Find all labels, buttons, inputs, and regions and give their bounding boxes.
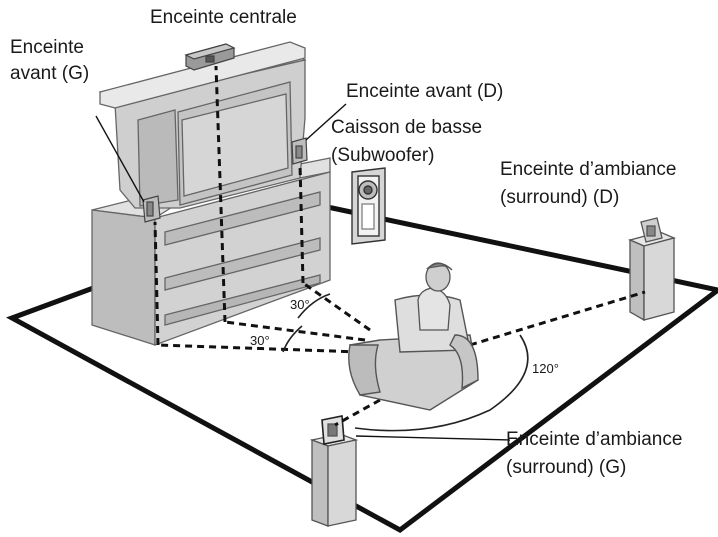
surround-angle-label: 120°	[532, 361, 559, 376]
listening-lines	[153, 65, 646, 427]
surround-left-label-line1: Enceinte d’ambiance	[506, 429, 683, 450]
surround-right-label-line2: (surround) (D)	[500, 187, 620, 208]
listener-person	[417, 262, 453, 331]
front-right-label: Enceinte avant (D)	[346, 81, 504, 102]
armchair	[348, 294, 479, 411]
front-right-speaker	[291, 137, 308, 165]
subwoofer-label-line2: (Subwoofer)	[331, 145, 435, 166]
surround-right-label-line1: Enceinte d’ambiance	[500, 159, 677, 180]
front-left-label-line1: Enceinte	[10, 37, 84, 58]
surround-right-speaker	[628, 217, 676, 322]
front-left-speaker	[142, 195, 161, 223]
surround-left-speaker	[309, 415, 359, 527]
top-shelf	[99, 41, 306, 109]
surround-left-label-line2: (surround) (G)	[506, 457, 627, 478]
label-leaders	[95, 103, 511, 441]
center-speaker-label: Enceinte centrale	[150, 7, 297, 28]
front-upper-angle-label: 30°	[290, 297, 310, 312]
subwoofer	[351, 167, 386, 245]
front-left-label-line2: avant (G)	[10, 63, 90, 84]
center-speaker	[184, 43, 236, 71]
angle-arcs	[282, 293, 529, 432]
front-lower-angle-label: 30°	[250, 333, 270, 348]
subwoofer-label-line1: Caisson de basse	[331, 117, 483, 138]
